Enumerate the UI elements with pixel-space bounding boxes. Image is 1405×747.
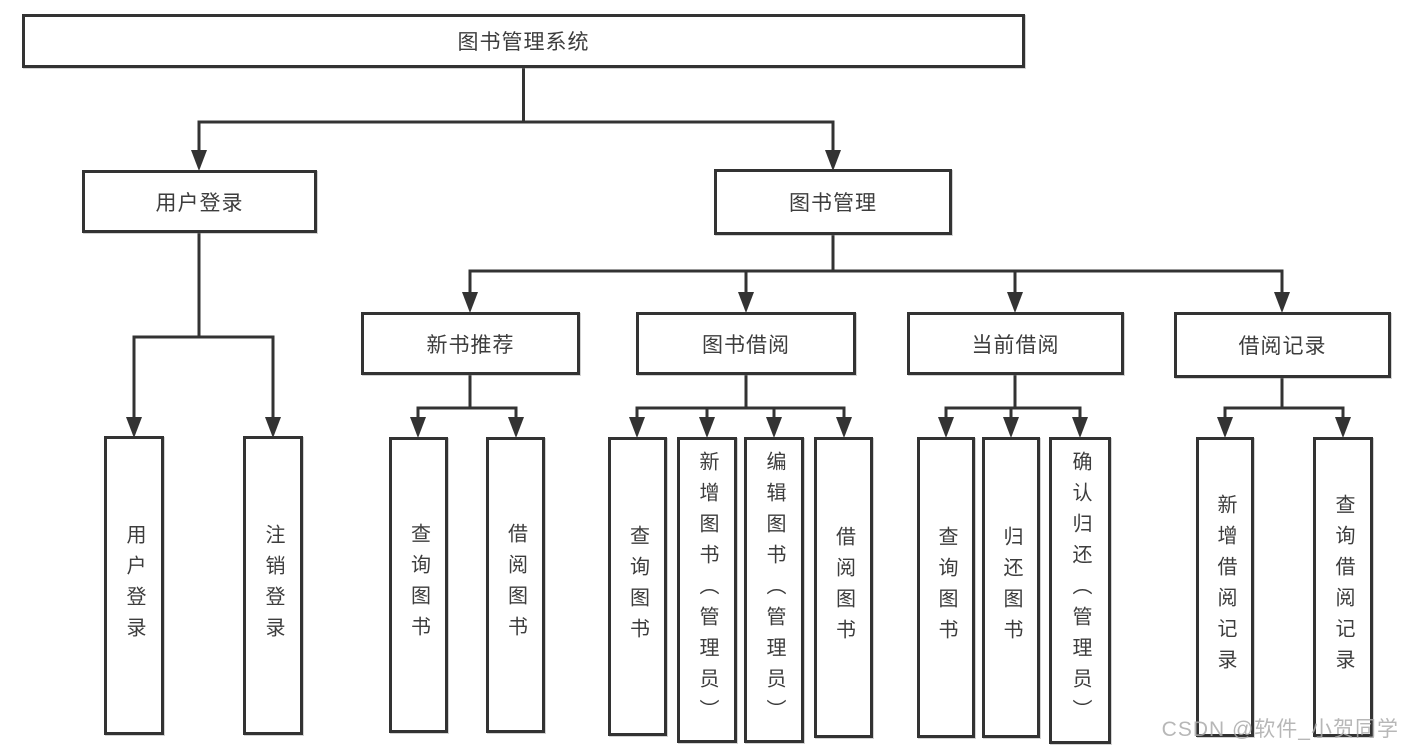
leaf-label: 编辑图书（管理员）	[763, 450, 785, 730]
leaf-label: 新增图书（管理员）	[696, 450, 718, 730]
leaf-edit-books-admin: 编辑图书（管理员）	[744, 437, 804, 743]
node-label: 图书管理	[789, 192, 877, 215]
node-new-book-recommendation: 新书推荐	[361, 312, 580, 375]
leaf-label: 查询图书	[935, 525, 957, 650]
leaf-user-login: 用户登录	[104, 436, 164, 735]
node-label: 图书管理系统	[457, 31, 590, 54]
leaf-label: 归还图书	[1000, 525, 1022, 650]
node-book-management: 图书管理	[714, 169, 952, 235]
node-library-management-system: 图书管理系统	[22, 14, 1025, 68]
leaf-label: 借阅图书	[832, 525, 855, 650]
leaf-label: 查询图书	[626, 524, 649, 649]
node-borrowing-records: 借阅记录	[1174, 312, 1391, 378]
leaf-label: 确认归还（管理员）	[1069, 451, 1091, 730]
leaf-label: 查询图书	[407, 523, 430, 647]
leaf-label: 查询借阅记录	[1332, 494, 1354, 680]
leaf-label: 用户登录	[123, 523, 145, 648]
node-user-login: 用户登录	[82, 170, 317, 233]
leaf-confirm-return-admin: 确认归还（管理员）	[1049, 437, 1111, 744]
leaf-query-borrow-record: 查询借阅记录	[1313, 437, 1373, 737]
leaf-query-books-recommendation: 查询图书	[389, 437, 448, 733]
leaf-label: 新增借阅记录	[1214, 494, 1236, 680]
node-label: 借阅记录	[1238, 335, 1327, 358]
node-current-borrowing: 当前借阅	[907, 312, 1124, 375]
node-label: 用户登录	[155, 191, 244, 215]
node-label: 当前借阅	[971, 333, 1060, 357]
leaf-borrow-books-borrowing: 借阅图书	[814, 437, 873, 738]
node-label: 图书借阅	[702, 333, 790, 357]
leaf-return-books: 归还图书	[982, 437, 1040, 738]
leaf-query-books-borrowing: 查询图书	[608, 437, 667, 736]
leaf-logout: 注销登录	[243, 436, 303, 735]
leaf-label: 注销登录	[262, 523, 284, 648]
node-label: 新书推荐	[426, 333, 515, 357]
leaf-query-books-current: 查询图书	[917, 437, 975, 738]
leaf-borrow-books-recommendation: 借阅图书	[486, 437, 545, 733]
leaf-label: 借阅图书	[504, 523, 527, 647]
node-book-borrowing: 图书借阅	[636, 312, 856, 375]
leaf-add-borrow-record: 新增借阅记录	[1196, 437, 1254, 737]
leaf-add-books-admin: 新增图书（管理员）	[677, 437, 737, 743]
